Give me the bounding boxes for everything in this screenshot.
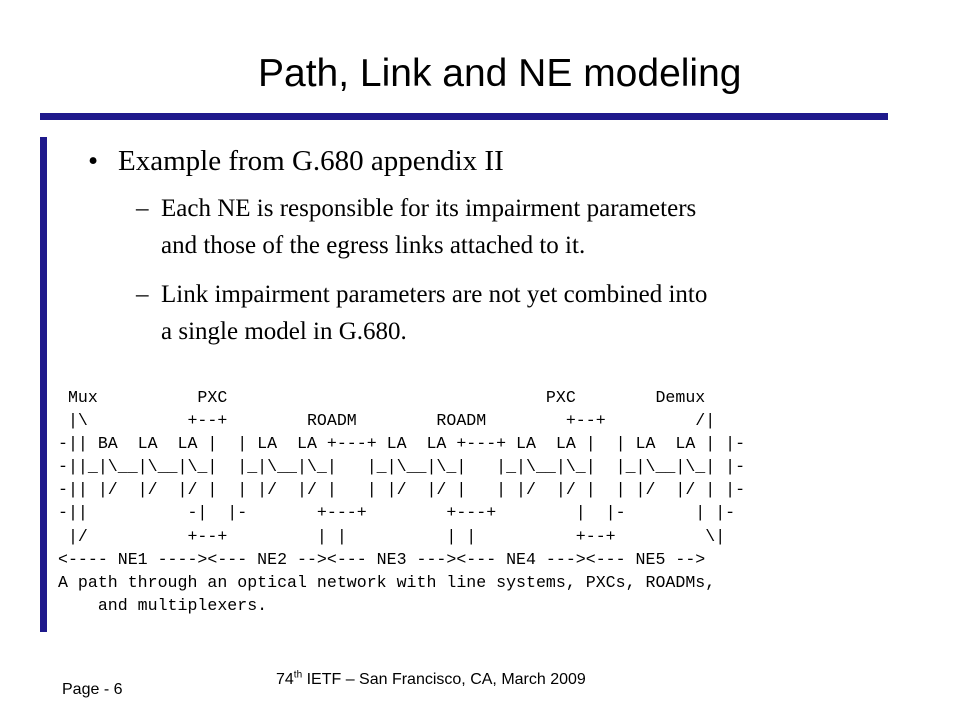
slide-title: Path, Link and NE modeling xyxy=(258,52,742,95)
sub-bullet-2-line-2: a single model in G.680. xyxy=(161,318,407,345)
ascii-network-diagram: Mux PXC PXC Demux |\ +--+ ROADM ROADM +-… xyxy=(58,388,746,615)
left-accent-bar xyxy=(40,137,47,632)
sub-bullet-2-line-1: Link impairment parameters are not yet c… xyxy=(161,281,708,308)
title-underline xyxy=(40,113,888,120)
sub-bullet-dash: – xyxy=(136,281,149,308)
footer-event: 74th IETF – San Francisco, CA, March 200… xyxy=(276,670,586,690)
sub-bullet-1-line-2: and those of the egress links attached t… xyxy=(161,232,586,259)
bullet-marker: • xyxy=(88,145,99,177)
page-number: Page - 6 xyxy=(62,681,123,698)
sub-bullet-1: Each NE is responsible for its impairmen… xyxy=(161,190,861,264)
footer-event-text: IETF – San Francisco, CA, March 2009 xyxy=(302,671,586,688)
main-bullet: Example from G.680 appendix II xyxy=(118,145,504,177)
footer-ietf-number: 74 xyxy=(276,671,294,688)
sub-bullet-1-line-1: Each NE is responsible for its impairmen… xyxy=(161,195,697,222)
footer-ietf-suffix: th xyxy=(293,669,303,681)
sub-bullet-2: Link impairment parameters are not yet c… xyxy=(161,276,861,350)
sub-bullet-dash: – xyxy=(136,195,149,222)
